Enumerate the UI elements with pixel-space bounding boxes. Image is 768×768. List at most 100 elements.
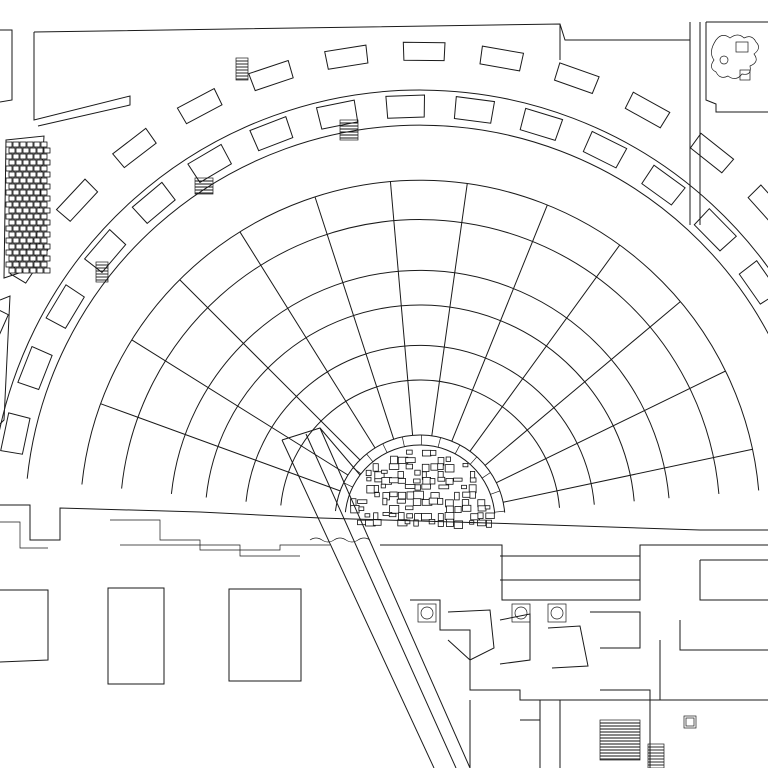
inner-radial-12	[494, 510, 505, 513]
masonry-stone	[5, 261, 13, 268]
masonry-stone	[5, 177, 13, 184]
masonry-stone	[29, 207, 37, 214]
masonry-stone	[33, 213, 41, 220]
masonry-stone	[43, 159, 51, 166]
paving-stone	[469, 470, 476, 479]
masonry-stone	[43, 219, 51, 226]
masonry-stone	[5, 249, 13, 256]
paving-stone	[365, 469, 372, 476]
wall-block-2	[17, 345, 53, 391]
outer-block-14	[747, 184, 768, 221]
masonry-stone	[15, 219, 23, 226]
masonry-stone	[5, 165, 13, 172]
masonry-stone	[36, 267, 44, 274]
paving-stone	[461, 484, 467, 490]
paving-stone	[372, 463, 379, 472]
wall-block-10	[453, 96, 496, 124]
paving-stone	[382, 497, 388, 506]
inner-radial-5	[401, 436, 405, 447]
masonry-stone	[29, 243, 37, 250]
masonry-stone	[43, 195, 51, 202]
masonry-stone	[22, 147, 30, 154]
masonry-stone	[36, 159, 44, 166]
masonry-stone	[15, 159, 23, 166]
masonry-stone	[8, 255, 16, 262]
masonry-stone	[36, 171, 44, 178]
stair-set-6	[599, 719, 641, 761]
masonry-stone	[19, 213, 27, 220]
radial-line-6	[389, 181, 414, 436]
inner-radial-3	[366, 453, 374, 462]
inner-radial-9	[469, 456, 478, 465]
paving-stone	[397, 470, 404, 479]
masonry-stone	[43, 171, 51, 178]
paving-stone	[374, 492, 380, 498]
masonry-stone	[22, 207, 30, 214]
masonry-stone	[29, 183, 37, 190]
paving-stone	[406, 449, 413, 455]
masonry-stone	[33, 141, 41, 148]
paving-stone	[421, 513, 432, 521]
masonry-stone	[43, 207, 51, 214]
wall-block-14	[693, 207, 738, 252]
wall-block-1	[0, 412, 31, 455]
masonry-stone	[12, 201, 20, 208]
paving-stone	[421, 483, 431, 490]
upper-right-ruin	[705, 21, 768, 113]
masonry-stone	[19, 201, 27, 208]
paving-stone	[421, 449, 432, 457]
radial-line-5	[314, 196, 395, 440]
masonry-stone	[43, 255, 51, 262]
room-1	[107, 587, 165, 685]
masonry-stone	[40, 201, 48, 208]
masonry-stone	[5, 213, 13, 220]
masonry-stone	[40, 189, 48, 196]
left-masonry-stonework	[3, 135, 51, 279]
radial-stair-lines	[100, 181, 753, 513]
paving-stone	[446, 505, 454, 514]
paving-stone	[469, 477, 477, 483]
inner-radial-10	[482, 472, 491, 479]
masonry-stone	[40, 153, 48, 160]
paving-stone	[428, 497, 439, 505]
outer-block-4	[55, 178, 99, 222]
seating-ring-9	[26, 124, 768, 479]
paving-stone	[437, 520, 444, 527]
paving-stone	[396, 498, 406, 504]
masonry-stone	[29, 219, 37, 226]
masonry-stone	[40, 261, 48, 268]
masonry-stone	[8, 243, 16, 250]
paving-stone	[445, 478, 454, 485]
masonry-stone	[29, 195, 37, 202]
masonry-stone	[15, 243, 23, 250]
seating-ring-3	[280, 379, 560, 508]
concentric-seating-rings	[0, 89, 768, 514]
wall-block-8	[315, 99, 359, 130]
masonry-stone	[33, 201, 41, 208]
paving-stone	[429, 478, 436, 485]
masonry-stone	[19, 153, 27, 160]
wall-block-11	[519, 107, 564, 142]
masonry-stone	[43, 183, 51, 190]
wall-block-9	[385, 94, 426, 119]
radial-line-12	[502, 448, 753, 503]
radial-line-7	[431, 183, 468, 436]
paving-stone	[413, 519, 419, 527]
masonry-stone	[36, 243, 44, 250]
wall-block-13	[641, 164, 686, 206]
masonry-stone	[40, 225, 48, 232]
masonry-stone	[12, 249, 20, 256]
masonry-stone	[36, 195, 44, 202]
outer-block-7	[248, 59, 294, 92]
masonry-stone	[15, 255, 23, 262]
wall-block-3	[45, 284, 85, 329]
masonry-stone	[29, 267, 37, 274]
paving-stone	[366, 476, 372, 482]
masonry-stone	[8, 159, 16, 166]
paving-stone	[453, 520, 464, 529]
paving-stone	[414, 469, 421, 476]
masonry-stone	[43, 147, 51, 154]
paving-stone	[438, 484, 450, 490]
masonry-stone	[26, 261, 34, 268]
masonry-stone	[33, 153, 41, 160]
